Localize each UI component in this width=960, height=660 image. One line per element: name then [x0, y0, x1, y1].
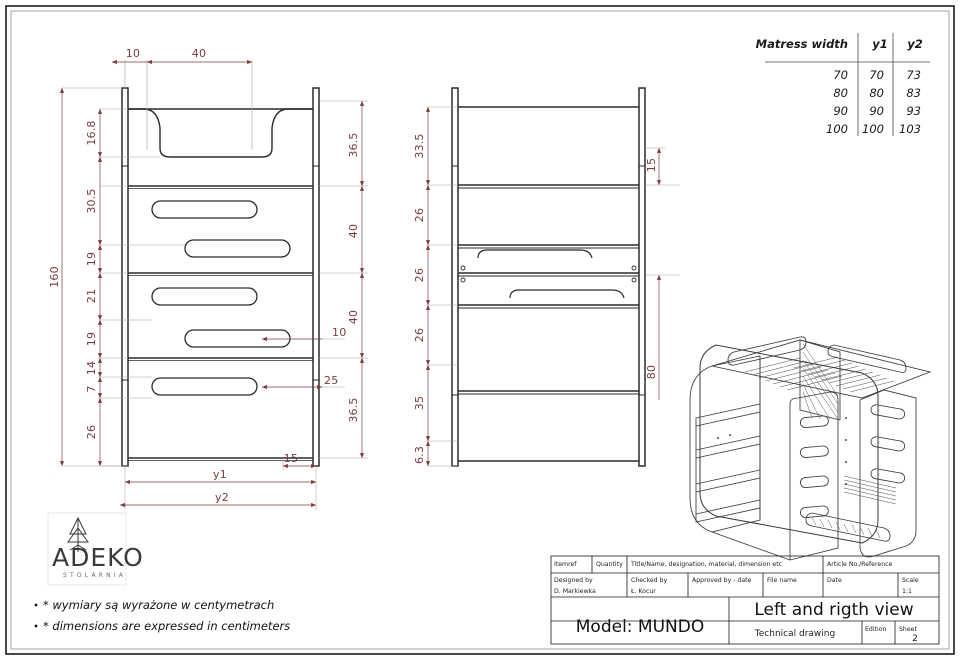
table-cell: 90 [869, 104, 884, 118]
svg-text:15: 15 [284, 452, 298, 465]
svg-text:21: 21 [85, 289, 98, 303]
tb-scale-value: 1:1 [902, 588, 912, 595]
svg-text:6.3: 6.3 [413, 446, 426, 464]
svg-text:15: 15 [645, 158, 658, 172]
logo-wordmark: ADEKO [52, 543, 144, 572]
tb-title-name-label: Title/Name, designation, material, dimen… [630, 561, 783, 568]
table-header-mattress-width: Matress width [756, 37, 848, 51]
svg-text:80: 80 [645, 365, 658, 379]
sheet-frame [5, 5, 955, 655]
tb-designed-by-label: Designed by [554, 577, 593, 584]
tb-view-title: Left and rigth view [754, 600, 913, 620]
svg-text:7: 7 [85, 385, 98, 392]
svg-text:35: 35 [413, 396, 426, 410]
svg-text:40: 40 [192, 47, 206, 60]
tb-checked-by-label: Checked by [631, 577, 667, 584]
dimensions-left-view: 10 40 160 16.8 [48, 47, 368, 510]
svg-text:26: 26 [85, 425, 98, 439]
tb-checked-by-value: Ł. Kocur [630, 588, 656, 595]
svg-text:10: 10 [332, 326, 346, 339]
title-block-grid [550, 555, 940, 645]
svg-text:36.5: 36.5 [347, 397, 360, 422]
svg-text:40: 40 [347, 224, 360, 238]
table-cell: 90 [833, 104, 848, 118]
mattress-width-table [765, 33, 930, 136]
tb-itemref-label: Itemref [554, 561, 577, 568]
note-english: * dimensions are expressed in centimeter… [43, 619, 290, 633]
svg-text:33.5: 33.5 [413, 133, 426, 158]
tb-quantity-label: Quantity [596, 561, 623, 568]
table-cell: 103 [899, 122, 921, 136]
svg-text:10: 10 [126, 47, 140, 60]
table-cell: 83 [906, 86, 921, 100]
adeko-logo [47, 512, 127, 586]
svg-text:y2: y2 [215, 491, 229, 504]
table-cell: 80 [869, 86, 884, 100]
svg-text:14: 14 [85, 361, 98, 375]
tb-sheet-value: 2 [912, 634, 918, 644]
table-cell: 80 [833, 86, 848, 100]
table-cell: 100 [862, 122, 884, 136]
tb-file-name-label: File name [767, 577, 797, 584]
tb-drawing-type: Technical drawing [754, 629, 835, 639]
svg-text:160: 160 [48, 266, 61, 288]
svg-text:40: 40 [347, 310, 360, 324]
logo-subtitle: STOLARNIA [63, 572, 126, 579]
table-cell: 93 [906, 104, 921, 118]
dimensions-right-view: 33.5 26 26 26 35 6.3 15 80 [413, 106, 680, 467]
svg-text:26: 26 [413, 268, 426, 282]
table-cell: 73 [906, 68, 921, 82]
tb-designed-by-value: D. Markiewka [554, 588, 596, 595]
svg-text:16.8: 16.8 [85, 120, 98, 145]
tb-edition-label: Edition [865, 626, 886, 633]
table-header-y2: y2 [907, 37, 923, 51]
tree-icon [67, 516, 89, 552]
view-left-front [121, 87, 320, 467]
tb-article-no-label: Article No./Reference [827, 561, 893, 568]
tb-approved-by-label: Approved by - date [692, 577, 752, 584]
svg-text:19: 19 [85, 332, 98, 346]
isometric-bunk-bed-view [689, 336, 932, 561]
tb-sheet-label: Sheet [899, 626, 917, 633]
svg-text:19: 19 [85, 252, 98, 266]
svg-text:36.5: 36.5 [347, 132, 360, 157]
table-header-y1: y1 [872, 37, 888, 51]
svg-text:y1: y1 [213, 468, 227, 481]
table-cell: 70 [833, 68, 848, 82]
table-cell: 70 [869, 68, 884, 82]
tb-model: Model: MUNDO [576, 617, 704, 637]
svg-text:25: 25 [324, 374, 338, 387]
svg-text:26: 26 [413, 208, 426, 222]
svg-text:26: 26 [413, 328, 426, 342]
tb-date-label: Date [827, 577, 842, 584]
note-polish: * wymiary są wyrażone w centymetrach [43, 598, 274, 612]
svg-text:30.5: 30.5 [85, 188, 98, 213]
notes-bullets [34, 603, 38, 628]
tb-scale-label: Scale [902, 577, 919, 584]
table-cell: 100 [826, 122, 848, 136]
view-right-side [451, 87, 646, 467]
